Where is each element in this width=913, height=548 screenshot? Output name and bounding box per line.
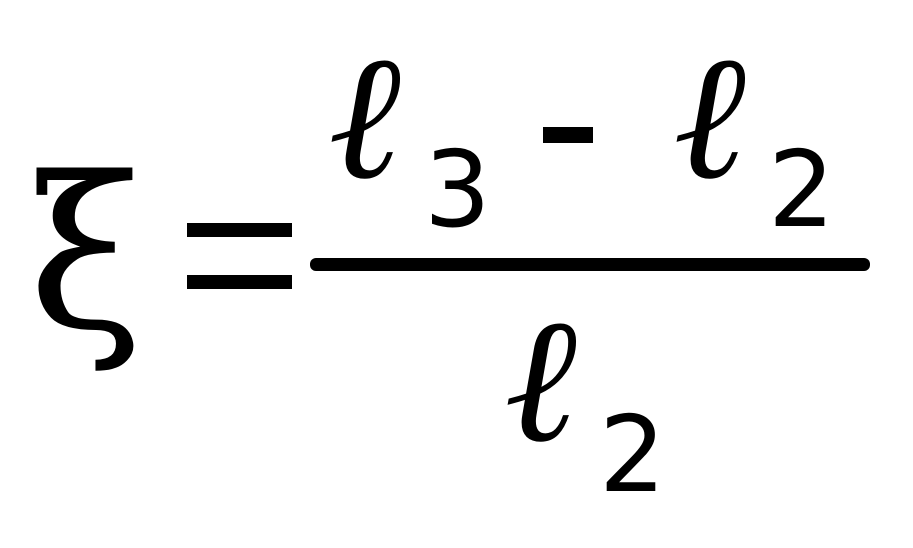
numerator-subscript-3: 3	[424, 129, 491, 251]
equals-sign-top-bar	[187, 223, 292, 237]
xi-symbol: ξ	[28, 132, 144, 377]
denominator-subscript-2: 2	[599, 394, 666, 516]
numerator-ell-2: ℓ	[673, 16, 746, 219]
denominator-ell-2: ℓ	[504, 279, 577, 482]
fraction-bar	[310, 258, 870, 271]
numerator-subscript-2: 2	[768, 129, 835, 251]
equals-sign-bottom-bar	[187, 275, 292, 289]
minus-sign	[543, 127, 593, 143]
numerator-ell-3: ℓ	[328, 16, 401, 219]
